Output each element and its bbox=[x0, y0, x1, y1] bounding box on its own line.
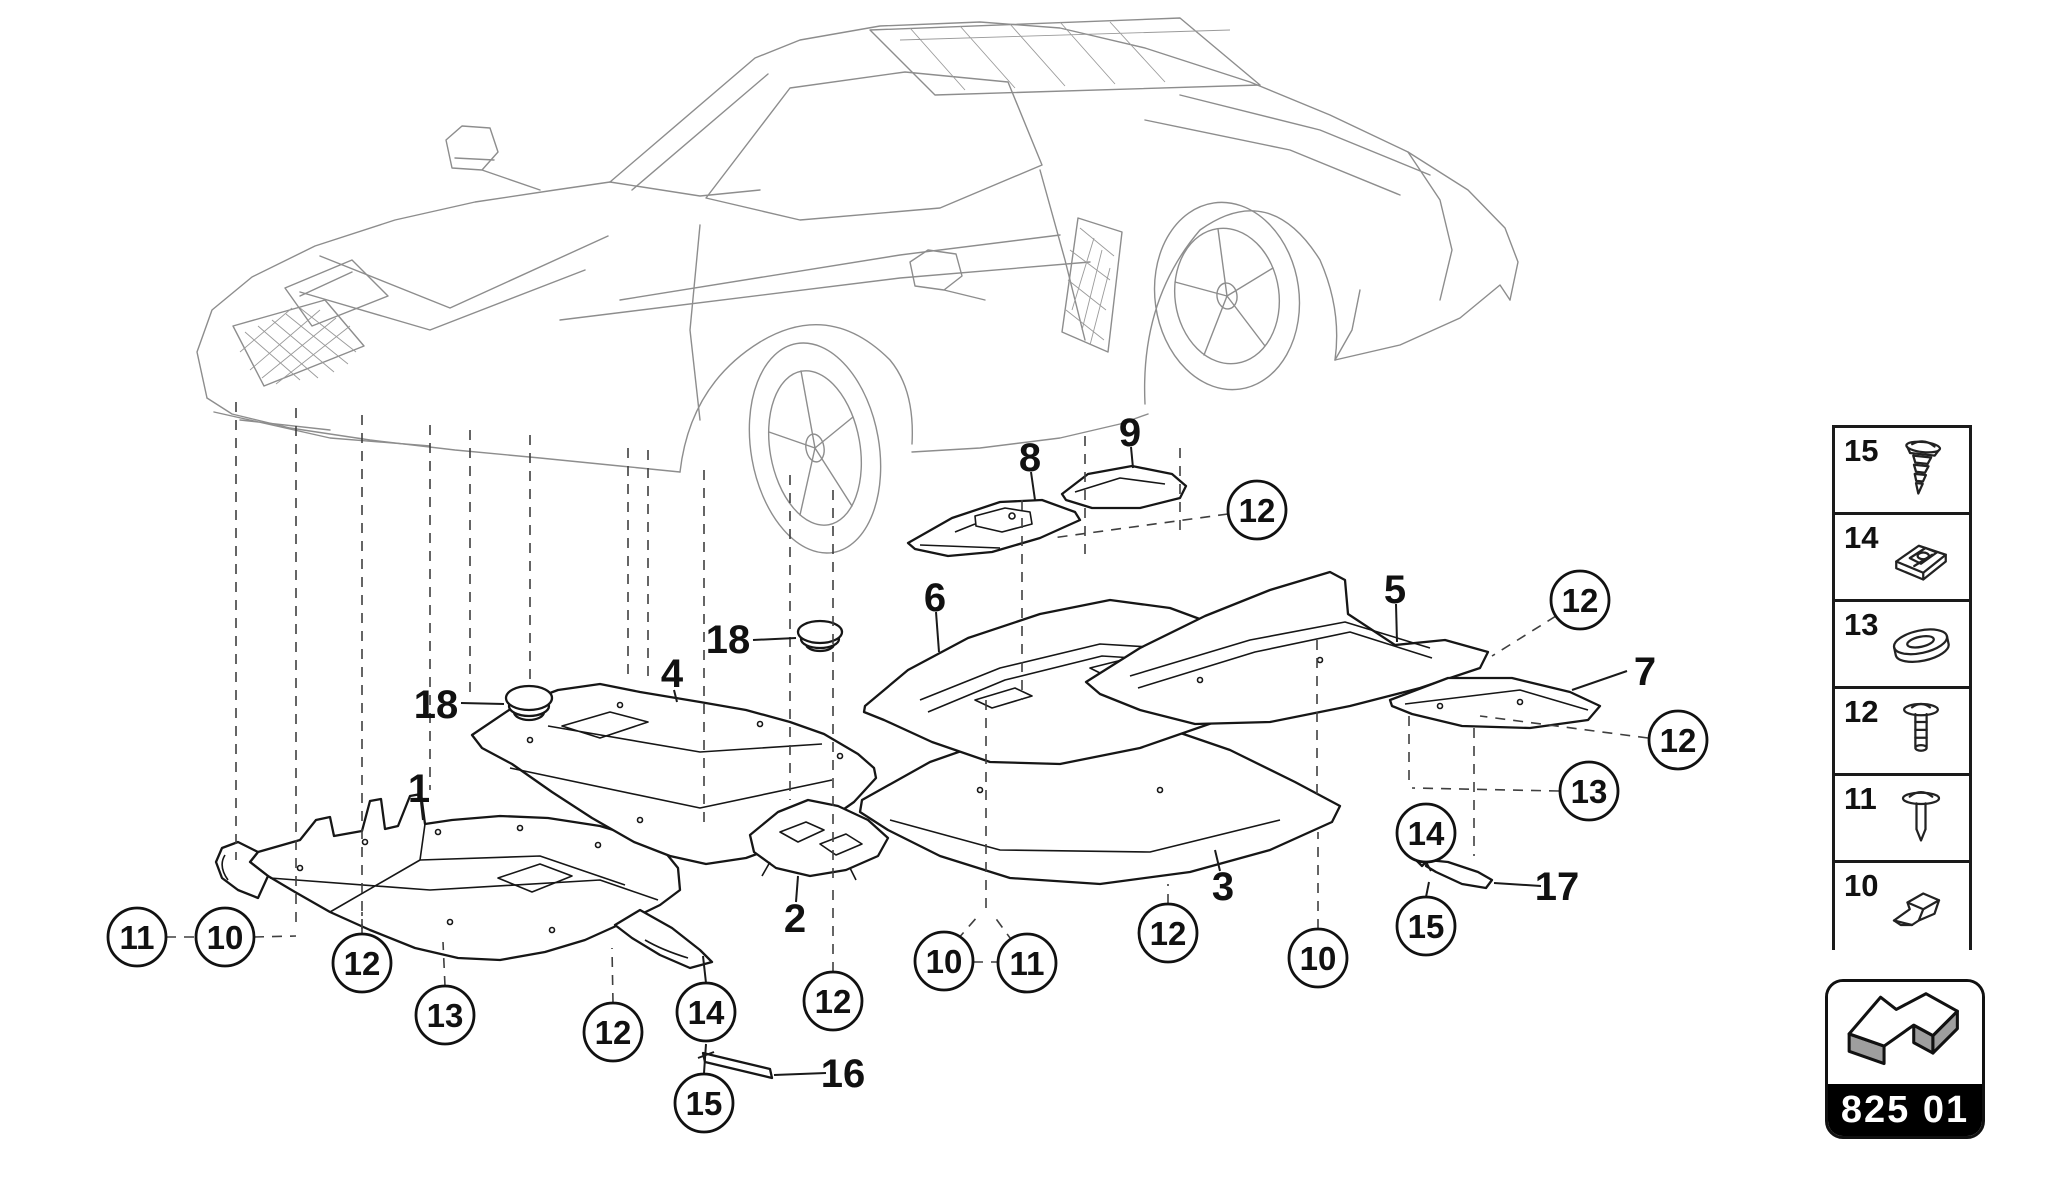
part-label-1: 1 bbox=[408, 767, 430, 811]
grommet-icon bbox=[1892, 628, 1950, 663]
svg-text:12: 12 bbox=[1562, 582, 1599, 619]
part-label-16: 16 bbox=[821, 1052, 866, 1096]
callout-15[interactable]: 15 bbox=[1395, 895, 1457, 957]
page-code: 825 01 bbox=[1840, 1088, 1970, 1131]
callout-10[interactable]: 10 bbox=[913, 930, 975, 992]
page-code-band: 825 01 bbox=[1828, 1084, 1982, 1136]
part-18-grommet-left bbox=[504, 684, 554, 722]
callout-15[interactable]: 15 bbox=[673, 1072, 735, 1134]
push-rivet-icon bbox=[1905, 440, 1942, 495]
legend-row-15[interactable]: 15 bbox=[1835, 428, 1969, 515]
svg-text:12: 12 bbox=[595, 1014, 632, 1051]
callout-11[interactable]: 11 bbox=[106, 906, 168, 968]
legend-number: 14 bbox=[1844, 520, 1879, 555]
part-5-tunnel-panel bbox=[1084, 570, 1490, 726]
svg-text:11: 11 bbox=[120, 919, 155, 956]
callout-11[interactable]: 11 bbox=[996, 932, 1058, 994]
part-label-2: 2 bbox=[784, 897, 806, 941]
fastener-legend: 15 14 13 bbox=[1832, 425, 1972, 950]
prev-page-arrow-icon bbox=[1847, 992, 1959, 1066]
car-body-outline bbox=[196, 181, 611, 399]
svg-text:13: 13 bbox=[1571, 773, 1608, 810]
part-7-sill-strip bbox=[1388, 676, 1602, 730]
svg-text:15: 15 bbox=[1408, 908, 1445, 945]
legend-row-11[interactable]: 11 bbox=[1835, 776, 1969, 863]
clip-nut-icon bbox=[1895, 544, 1947, 581]
svg-text:11: 11 bbox=[1010, 945, 1045, 982]
part-label-4: 4 bbox=[661, 652, 684, 696]
callout-12[interactable]: 12 bbox=[1226, 479, 1288, 541]
part-label-7: 7 bbox=[1634, 650, 1656, 694]
callout-14[interactable]: 14 bbox=[1395, 802, 1457, 864]
headlight-line bbox=[284, 259, 389, 327]
svg-text:12: 12 bbox=[344, 945, 381, 982]
legend-row-10[interactable]: 10 bbox=[1835, 863, 1969, 950]
retainer-bracket-icon bbox=[1892, 891, 1941, 926]
front-grille-mesh bbox=[232, 299, 365, 387]
callout-12[interactable]: 12 bbox=[331, 932, 393, 994]
svg-text:10: 10 bbox=[1300, 940, 1337, 977]
svg-text:12: 12 bbox=[1239, 492, 1276, 529]
part-label-3: 3 bbox=[1212, 865, 1234, 909]
callout-12[interactable]: 12 bbox=[1647, 709, 1709, 771]
svg-text:13: 13 bbox=[427, 997, 464, 1034]
part-label-5: 5 bbox=[1384, 568, 1406, 612]
callout-13[interactable]: 13 bbox=[1558, 760, 1620, 822]
part-label-17: 17 bbox=[1535, 865, 1580, 909]
left-mirror bbox=[445, 125, 541, 191]
projection-lines bbox=[166, 402, 1649, 1004]
svg-text:12: 12 bbox=[1150, 915, 1187, 952]
callout-10[interactable]: 10 bbox=[1287, 927, 1349, 989]
legend-number: 10 bbox=[1844, 868, 1879, 903]
svg-text:12: 12 bbox=[1660, 722, 1697, 759]
part-18-grommet-right bbox=[796, 619, 844, 653]
legend-number: 13 bbox=[1844, 607, 1879, 642]
part-8-bracket-strip bbox=[906, 498, 1082, 558]
page-box-art bbox=[1828, 982, 1982, 1084]
legend-number: 11 bbox=[1844, 781, 1877, 816]
side-intake-mesh bbox=[1061, 217, 1123, 353]
svg-text:12: 12 bbox=[815, 983, 852, 1020]
callout-12[interactable]: 12 bbox=[582, 1001, 644, 1063]
legend-number: 12 bbox=[1844, 694, 1879, 729]
legend-row-14[interactable]: 14 bbox=[1835, 515, 1969, 602]
legend-row-12[interactable]: 12 bbox=[1835, 689, 1969, 776]
callout-13[interactable]: 13 bbox=[414, 984, 476, 1046]
engine-deck-vents bbox=[869, 17, 1261, 96]
part-1-front-tray bbox=[214, 792, 714, 970]
svg-text:14: 14 bbox=[688, 994, 725, 1031]
callout-12[interactable]: 12 bbox=[802, 970, 864, 1032]
label-leader-lines bbox=[420, 446, 1628, 1076]
part-9-plate bbox=[1060, 464, 1188, 510]
page-code-box[interactable]: 825 01 bbox=[1825, 979, 1985, 1139]
car-line-art bbox=[196, 17, 1519, 554]
right-mirror bbox=[909, 249, 986, 301]
callout-14[interactable]: 14 bbox=[675, 981, 737, 1043]
callout-12[interactable]: 12 bbox=[1137, 902, 1199, 964]
part-label-18: 18 bbox=[414, 683, 459, 727]
part-label-18: 18 bbox=[706, 618, 751, 662]
part-label-9: 9 bbox=[1119, 411, 1141, 455]
svg-text:14: 14 bbox=[1408, 815, 1445, 852]
svg-text:10: 10 bbox=[207, 919, 244, 956]
washer-screw-icon bbox=[1903, 702, 1939, 752]
legend-number: 15 bbox=[1844, 433, 1879, 468]
svg-text:15: 15 bbox=[686, 1085, 723, 1122]
pan-screw-icon bbox=[1901, 791, 1941, 842]
underbody-panels bbox=[214, 464, 1602, 1080]
callout-12[interactable]: 12 bbox=[1549, 569, 1611, 631]
part-label-8: 8 bbox=[1019, 436, 1041, 480]
part-2-center-bracket bbox=[748, 798, 890, 881]
part-label-6: 6 bbox=[924, 576, 946, 620]
legend-row-13[interactable]: 13 bbox=[1835, 602, 1969, 689]
callout-10[interactable]: 10 bbox=[194, 906, 256, 968]
svg-text:10: 10 bbox=[926, 943, 963, 980]
